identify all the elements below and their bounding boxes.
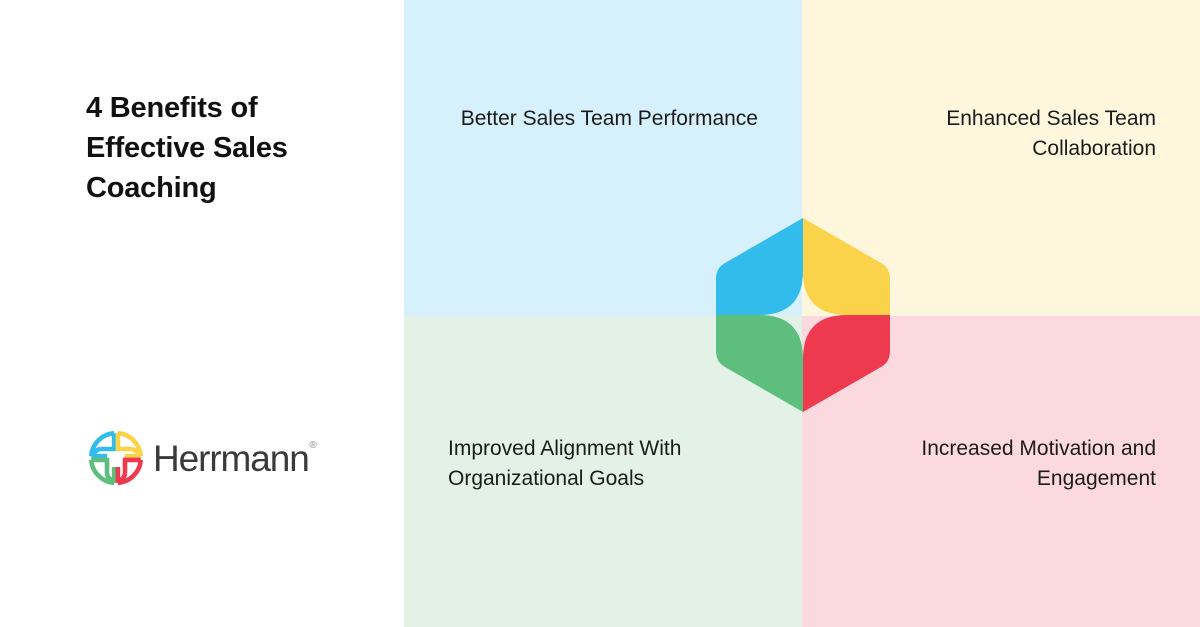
brand-logo-lockup: Herrmann®	[88, 430, 317, 486]
page-title: 4 Benefits of Effective Sales Coaching	[86, 92, 288, 205]
herrmann-whole-brain-circle-logo-icon	[88, 430, 144, 486]
left-pane: 4 Benefits of Effective Sales Coaching	[0, 0, 404, 627]
quadrant-label: Improved Alignment With Organizational G…	[448, 437, 682, 490]
quadrant-label: Enhanced Sales Team Collaboration	[946, 107, 1156, 160]
brand-name: Herrmann	[153, 437, 310, 479]
quadrant-improved-alignment-with-organizational-goals: Improved Alignment With Organizational G…	[404, 316, 802, 627]
quadrant-better-sales-team-performance: Better Sales Team Performance	[404, 0, 802, 316]
benefits-quadrant-grid: Better Sales Team Performance Enhanced S…	[404, 0, 1200, 627]
trademark-symbol: ®	[309, 439, 317, 451]
quadrant-label: Better Sales Team Performance	[460, 107, 758, 130]
quadrant-enhanced-sales-team-collaboration: Enhanced Sales Team Collaboration	[802, 0, 1200, 316]
quadrant-label: Increased Motivation and Engagement	[921, 437, 1156, 490]
brand-wordmark: Herrmann®	[153, 437, 317, 479]
quadrant-increased-motivation-and-engagement: Increased Motivation and Engagement	[802, 316, 1200, 627]
